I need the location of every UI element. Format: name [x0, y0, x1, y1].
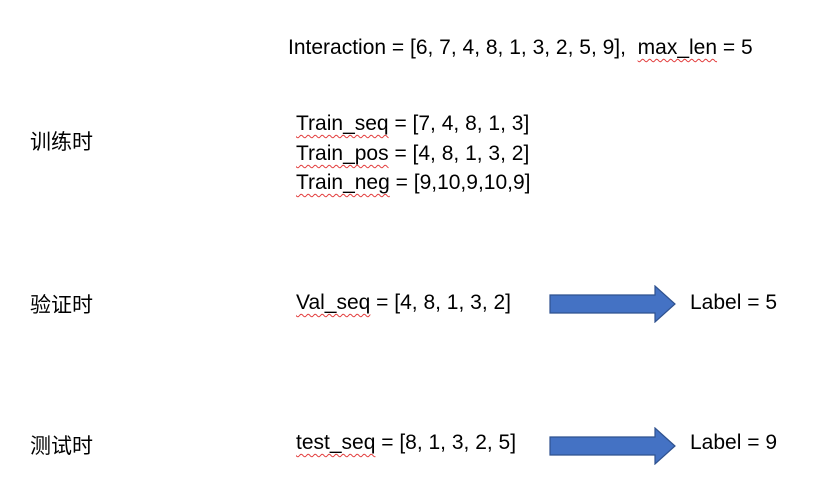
train-pos-values: = [4, 8, 1, 3, 2]	[388, 142, 530, 165]
train-neg-word: Train_neg	[296, 171, 390, 194]
test-arrow-icon	[549, 427, 676, 465]
train-seq-word: Train_seq	[296, 112, 389, 135]
train-pos-line: Train_pos = [4, 8, 1, 3, 2]	[296, 139, 529, 169]
val-arrow-icon	[549, 285, 676, 323]
val-seq-line: Val_seq = [4, 8, 1, 3, 2]	[296, 288, 511, 318]
max-len-word: max_len	[637, 36, 718, 59]
train-neg-line: Train_neg = [9,10,9,10,9]	[296, 168, 531, 198]
test-result: Label = 9	[690, 431, 777, 454]
test-label: 测试时	[30, 434, 93, 458]
train-neg-values: = [9,10,9,10,9]	[389, 171, 531, 194]
interaction-text: Interaction = [6, 7, 4, 8, 1, 3, 2, 5, 9…	[288, 36, 626, 59]
interaction-line: Interaction = [6, 7, 4, 8, 1, 3, 2, 5, 9…	[288, 33, 753, 63]
test-seq-line: test_seq = [8, 1, 3, 2, 5]	[296, 428, 516, 458]
max-len-value: = 5	[717, 36, 753, 59]
val-result: Label = 5	[690, 291, 777, 314]
test-seq-values: = [8, 1, 3, 2, 5]	[375, 431, 517, 454]
val-label: 验证时	[30, 293, 93, 317]
train-pos-word: Train_pos	[296, 142, 389, 165]
test-seq-word: test_seq	[296, 431, 376, 454]
val-seq-values: = [4, 8, 1, 3, 2]	[370, 291, 512, 314]
train-label: 训练时	[30, 130, 93, 154]
train-seq-line: Train_seq = [7, 4, 8, 1, 3]	[296, 109, 529, 139]
train-seq-values: = [7, 4, 8, 1, 3]	[388, 112, 530, 135]
val-seq-word: Val_seq	[296, 291, 371, 314]
